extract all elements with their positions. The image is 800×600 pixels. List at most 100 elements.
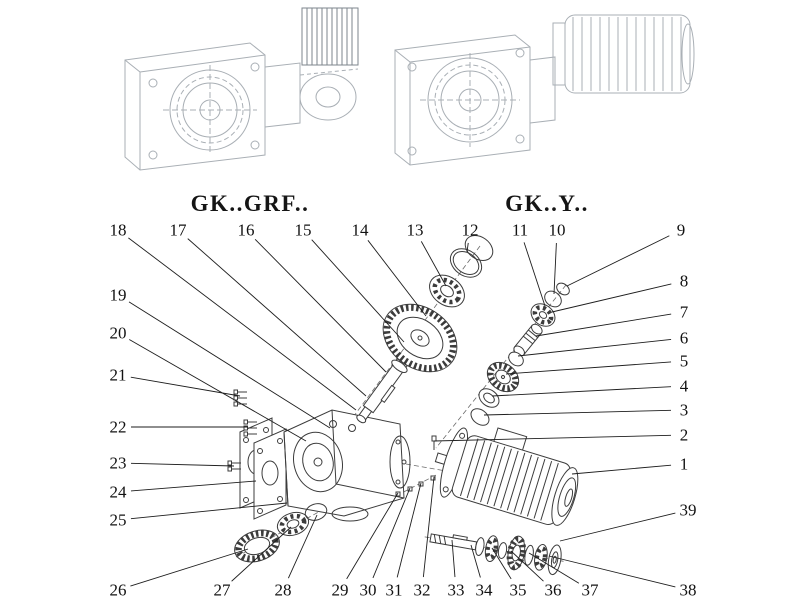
callout-number-9: 9 (677, 221, 686, 240)
leader-line-30 (372, 487, 411, 579)
input-bearing (429, 274, 465, 308)
callout-number-12: 12 (462, 221, 479, 240)
callout-number-1: 1 (680, 455, 689, 474)
leader-line-26 (130, 548, 249, 587)
leader-line-29 (346, 492, 399, 580)
leader-line-10 (553, 242, 557, 295)
breather-plug (329, 420, 337, 428)
leader-line-34 (470, 544, 481, 578)
output-side-rings (234, 503, 328, 563)
leader-line-9 (566, 235, 670, 287)
callout-number-5: 5 (680, 352, 689, 371)
mounting-bolts (227, 389, 257, 472)
leader-line-35 (491, 547, 512, 580)
leader-line-11 (523, 242, 546, 307)
leader-line-33 (451, 539, 456, 578)
callout-number-16: 16 (238, 221, 255, 240)
thread-hatch (433, 534, 447, 545)
callout-number-27: 27 (214, 581, 232, 600)
callout-number-31: 31 (386, 581, 403, 600)
gearbox-drawing-grf (124, 7, 359, 171)
exploded-view (227, 234, 579, 576)
motor-flange-bore (389, 435, 411, 489)
callout-number-22: 22 (110, 418, 127, 437)
spacer-sleeve (497, 542, 508, 559)
callout-number-6: 6 (680, 329, 689, 348)
callout-number-29: 29 (332, 581, 349, 600)
pinion-bearing (530, 303, 556, 327)
leader-line-17 (187, 238, 367, 397)
callout-number-30: 30 (360, 581, 377, 600)
callout-number-34: 34 (476, 581, 494, 600)
callout-number-3: 3 (680, 401, 689, 420)
callout-number-4: 4 (680, 377, 689, 396)
leader-line-25 (130, 502, 288, 520)
leader-line-12 (466, 242, 469, 253)
leader-line-8 (551, 283, 672, 313)
leader-line-2 (433, 434, 672, 442)
callout-number-18: 18 (110, 221, 127, 240)
output-side-bearing (276, 511, 310, 537)
callout-number-32: 32 (414, 581, 431, 600)
output-gear (506, 535, 526, 571)
callout-number-14: 14 (352, 221, 370, 240)
leader-line-6 (517, 338, 672, 357)
leader-line-38 (548, 555, 676, 588)
leader-line-24 (130, 480, 257, 492)
callout-number-37: 37 (582, 581, 600, 600)
input-axis-line (347, 245, 481, 425)
leader-line-4 (491, 386, 672, 397)
variant-label-y: GK..Y.. (505, 191, 589, 216)
output-key (452, 534, 468, 541)
callout-number-21: 21 (110, 366, 127, 385)
callout-number-24: 24 (110, 483, 128, 502)
callout-number-17: 17 (170, 221, 188, 240)
leader-line-15 (311, 239, 405, 343)
callout-number-20: 20 (110, 324, 127, 343)
end-cap-disk (547, 544, 562, 576)
leader-line-5 (505, 361, 672, 375)
bevel-pinion-assembly (470, 282, 570, 426)
callout-number-7: 7 (680, 303, 689, 322)
leader-line-39 (559, 512, 676, 542)
variant-label-grf: GK..GRF.. (190, 191, 310, 216)
leader-line-7 (535, 313, 672, 337)
callout-number-38: 38 (680, 581, 697, 600)
shim-ring (544, 290, 562, 308)
leader-line-16 (254, 238, 387, 373)
o-ring (464, 234, 494, 262)
oil-plug (348, 424, 356, 432)
leader-line-13 (420, 241, 447, 287)
output-bearing-a (484, 535, 499, 562)
leader-line-31 (396, 482, 422, 578)
callout-number-10: 10 (549, 221, 566, 240)
callout-number-26: 26 (110, 581, 127, 600)
leader-line-19 (128, 301, 331, 429)
callout-number-15: 15 (295, 221, 312, 240)
callout-number-33: 33 (448, 581, 465, 600)
leader-line-3 (483, 409, 672, 416)
callout-number-2: 2 (680, 426, 689, 445)
leader-line-20 (129, 339, 307, 442)
callout-number-13: 13 (407, 221, 424, 240)
leader-line-18 (128, 237, 357, 411)
electric-motor (434, 427, 579, 526)
callout-number-23: 23 (110, 454, 127, 473)
output-bearing-b (534, 543, 548, 571)
callout-number-39: 39 (680, 501, 697, 520)
callout-number-28: 28 (275, 581, 292, 600)
retaining-ring (449, 248, 483, 278)
callout-number-35: 35 (510, 581, 527, 600)
bevel-pinion-shaft (513, 323, 543, 357)
callout-number-25: 25 (110, 511, 127, 530)
cooling-fins (459, 438, 559, 521)
helical-gear (382, 303, 458, 373)
leader-line-27 (231, 526, 292, 582)
leader-line-28 (287, 514, 318, 579)
callout-number-11: 11 (512, 221, 528, 240)
bearing-washer (478, 388, 500, 408)
seal-ring (304, 503, 328, 521)
